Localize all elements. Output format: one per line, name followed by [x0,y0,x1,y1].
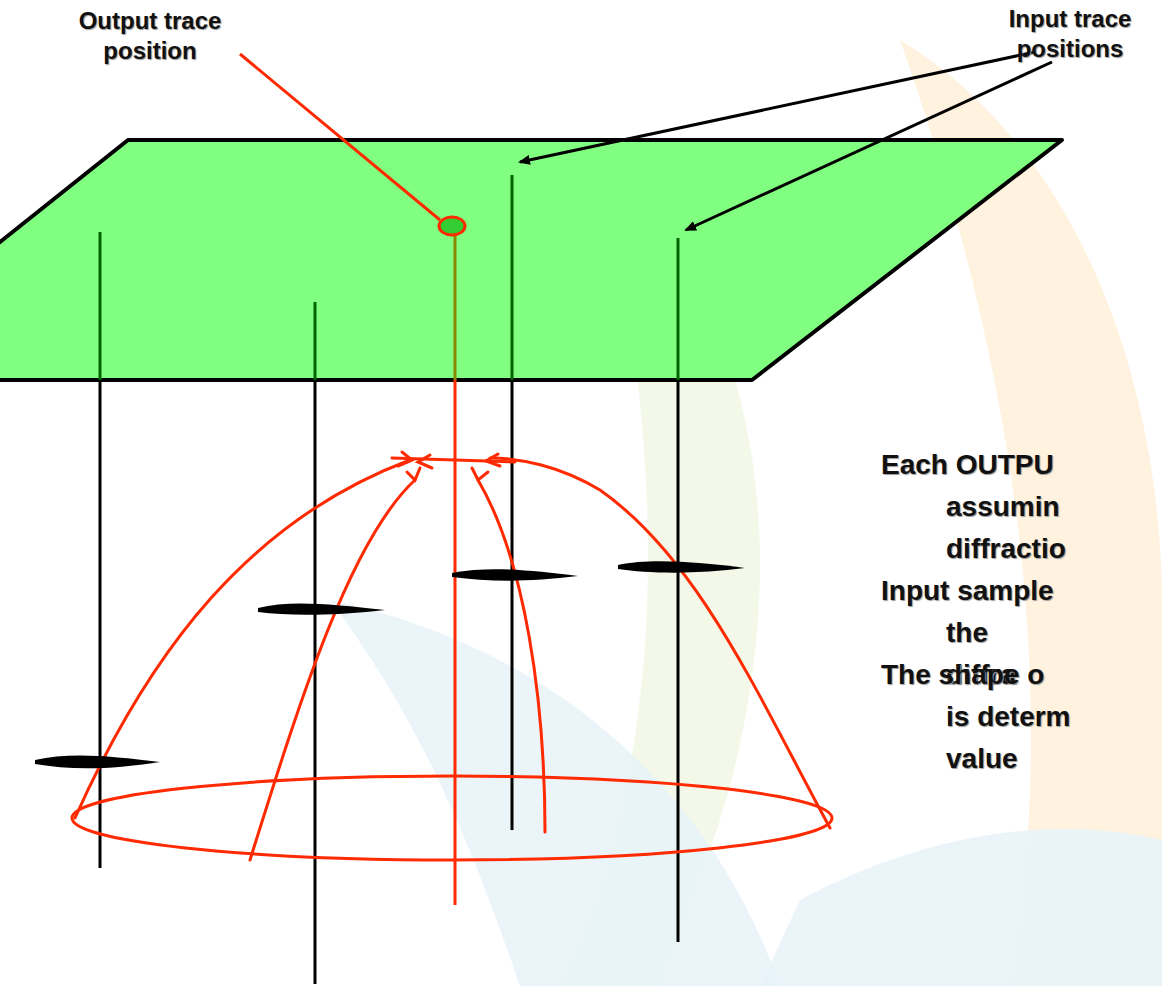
diffraction-hyperboloid [72,452,832,860]
leader-arrow [520,52,1035,162]
output-trace-top [454,234,457,380]
surface-plane [0,140,1062,380]
trace-label: Output trace position [10,6,290,66]
output-position-marker [439,217,465,235]
note-text: The shape o is determ value [881,654,1160,780]
leader-arrow [686,62,1052,230]
trace-tops [100,175,678,380]
trace-label: Input trace positions [985,4,1155,64]
leader-line [240,54,440,220]
seismic-wavelets [35,561,745,768]
note-text: Each OUTPU assumin diffractio [881,444,1160,570]
input-traces [100,380,678,984]
